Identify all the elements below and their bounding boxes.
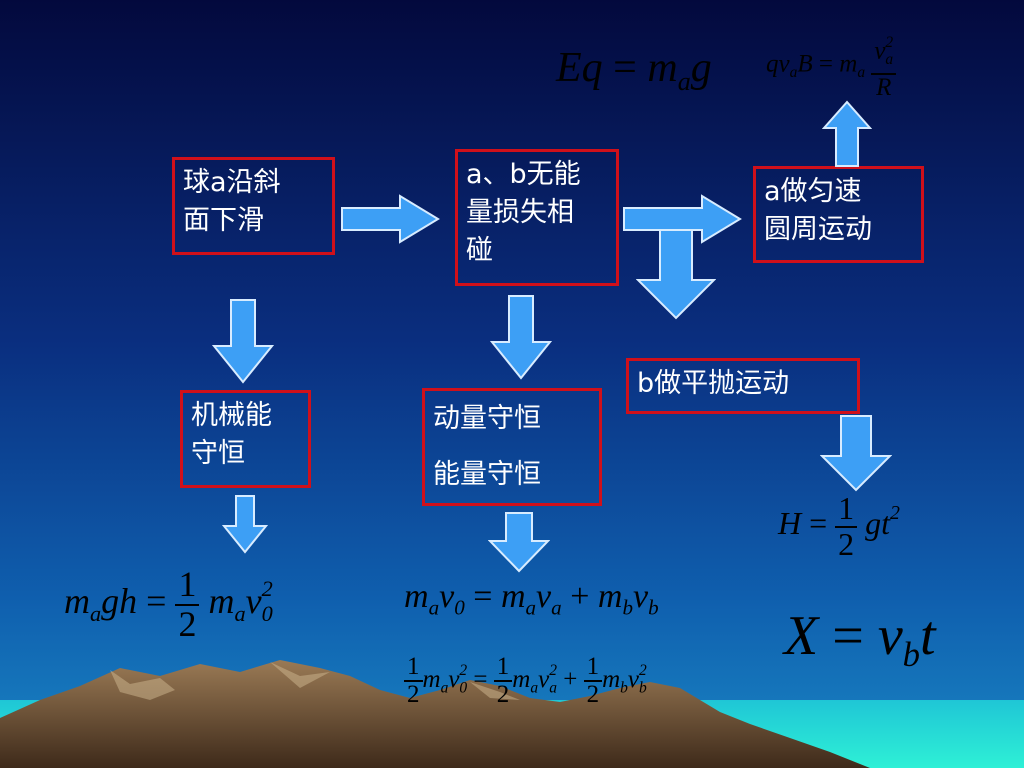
arrow-right-1 — [341, 194, 440, 244]
box-line: a做匀速 — [764, 176, 862, 207]
arrow-right-2 — [623, 194, 742, 244]
arrow-down-projectile — [636, 229, 716, 320]
box-line: 动量守恒 — [433, 403, 541, 434]
box-line: 机械能 — [191, 400, 272, 431]
box-line: 量损失相 — [466, 197, 574, 228]
box-line: 守恒 — [191, 438, 245, 469]
box-line: b做平抛运动 — [637, 368, 790, 399]
mountain-range — [0, 660, 870, 768]
arrow-up — [822, 100, 872, 167]
formula-eq-mag: Eq = mag — [556, 45, 712, 97]
box-mech-energy: 机械能 守恒 — [180, 390, 311, 488]
arrow-down-mech — [222, 495, 268, 554]
arrow-down-slide — [212, 299, 274, 384]
box-line: a、b无能 — [466, 159, 581, 190]
arrow-down-projectile-2 — [820, 415, 892, 492]
box-conservation: 动量守恒 能量守恒 — [422, 388, 602, 506]
box-line: 碰 — [466, 235, 493, 266]
box-line: 面下滑 — [183, 205, 264, 236]
formula-momentum: mav0 = mava + mbvb — [404, 578, 659, 620]
formula-horizontal: X = vbt — [784, 605, 936, 675]
box-ball-slide: 球a沿斜 面下滑 — [172, 157, 335, 255]
box-line: 圆周运动 — [764, 214, 872, 245]
box-uniform-circular: a做匀速 圆周运动 — [753, 166, 924, 263]
arrow-down-conservation — [488, 512, 550, 573]
box-line: 能量守恒 — [433, 459, 541, 490]
box-line: 球a沿斜 — [183, 167, 281, 198]
box-collision: a、b无能 量损失相 碰 — [455, 149, 619, 286]
box-projectile: b做平抛运动 — [626, 358, 860, 414]
arrow-down-collision — [490, 295, 552, 380]
